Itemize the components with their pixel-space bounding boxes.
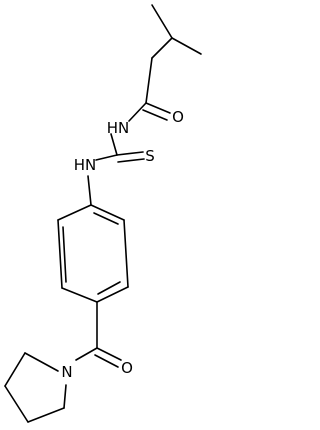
atom-label-carbonyl-oxygen-top: O (172, 108, 184, 126)
pyrrolidine-bond-1 (24, 352, 59, 372)
ring-bond-1 (90, 204, 125, 221)
pyrrolidine-bond-5 (63, 384, 67, 409)
chemical-structure: O HN S HN O N (4, 4, 202, 423)
ring-bond-2 (123, 219, 129, 288)
bond-c7-o2-a (96, 347, 122, 361)
ring-double-bond-3 (62, 226, 67, 283)
atom-label-amide-nh-top: HN (107, 119, 130, 137)
ring-bond-6 (57, 204, 92, 221)
bond-c7-n3 (75, 347, 98, 361)
bond-c6-s-a (116, 151, 144, 156)
bond-n2-ring (87, 175, 92, 206)
ring-bond-4 (61, 287, 98, 303)
atom-label-carbonyl-oxygen-bottom: O (121, 359, 133, 377)
bond-c4-c5 (145, 57, 153, 104)
bond-c5-n1 (128, 102, 147, 122)
atom-label-thione-sulfur: S (145, 147, 155, 165)
bond-c7-o2-b (94, 354, 119, 368)
ring-bond-5 (57, 219, 63, 289)
pyrrolidine-bond-2 (4, 352, 26, 387)
pyrrolidine-bond-4 (27, 407, 65, 423)
bond-c5-o1-a (145, 102, 171, 114)
atom-label-thiourea-nh-lower: HN (74, 156, 97, 174)
ring-double-bond-1 (93, 212, 119, 225)
bond-c5-o1-b (142, 109, 168, 121)
atom-label-pyrrolidine-nitrogen: N (61, 363, 72, 381)
bond-c6-s-b (117, 158, 145, 163)
ring-bond-3 (96, 286, 129, 303)
pyrrolidine-bond-3 (4, 385, 29, 423)
bond-n1-c6 (110, 133, 118, 156)
bond-c1-c2 (151, 4, 173, 39)
bond-c2-c3 (171, 37, 202, 55)
bond-c6-n2 (95, 154, 118, 161)
ring-double-bond-2 (97, 281, 121, 295)
bond-c2-c4 (151, 37, 173, 59)
